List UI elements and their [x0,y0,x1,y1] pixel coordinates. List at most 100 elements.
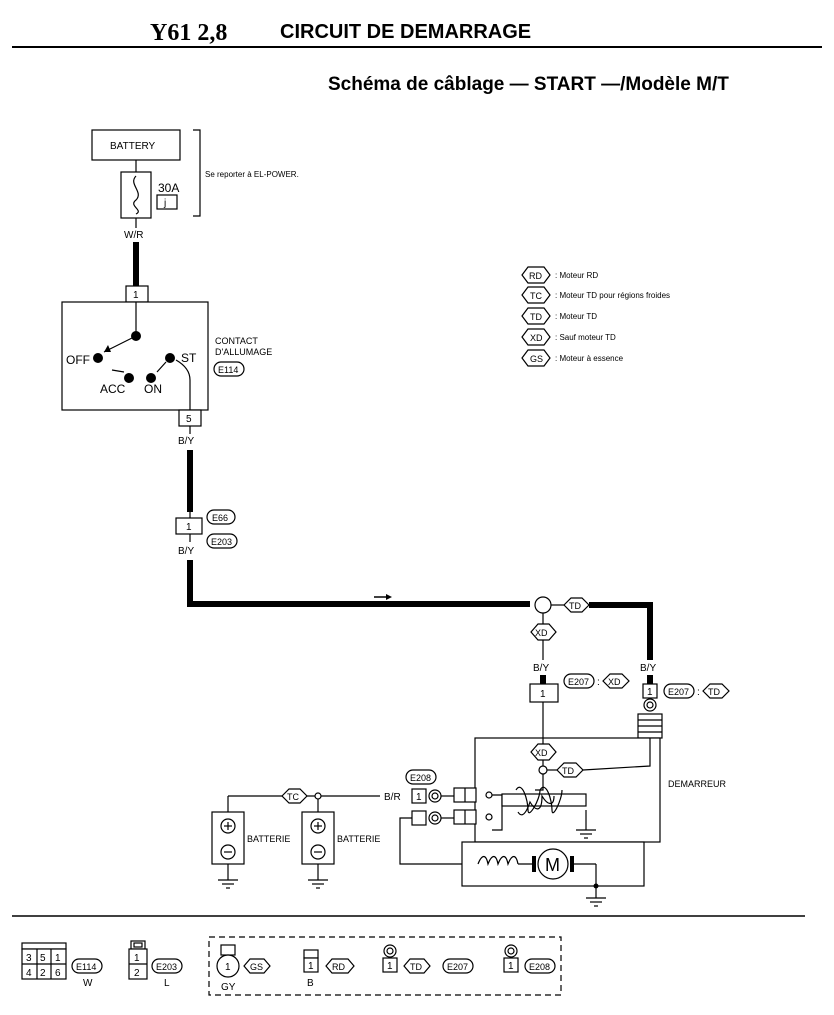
svg-text:GS: GS [530,354,543,364]
svg-text:4: 4 [26,968,32,979]
connector-e208-tag [405,769,437,785]
svg-text:: Moteur TD pour régions froid: : Moteur TD pour régions froides [555,291,670,300]
svg-text:: Sauf moteur TD: : Sauf moteur TD [555,333,616,342]
fuse-letter-box [156,194,178,210]
svg-text:E203: E203 [156,962,177,972]
svg-text::: : [697,687,700,698]
svg-text:RD: RD [529,271,542,281]
svg-text:E66: E66 [212,513,228,523]
connector-e203-tag [206,533,238,549]
svg-text:1: 1 [647,687,653,698]
svg-text:RD: RD [332,962,345,972]
footer-dashed-group [208,936,562,996]
svg-text:6: 6 [55,968,61,979]
svg-text:M: M [545,855,560,875]
svg-text:TD: TD [410,962,422,972]
svg-text:TD: TD [562,766,574,776]
wire-label-by-4: B/Y [640,663,656,674]
svg-text:1: 1 [225,962,231,973]
wire-label-by-1: B/Y [178,436,194,447]
svg-text:GS: GS [250,962,263,972]
starter-splice [538,765,548,775]
wire-by-main [187,560,530,607]
footer-connector-rd: 1 RD B [303,949,355,989]
motor-icon [537,848,569,880]
code-xd-tag-1 [530,623,557,641]
svg-text:E203: E203 [211,537,232,547]
starter-label: DEMARREUR [668,779,727,789]
fuse-amp: 30A [158,181,179,195]
svg-text:XD: XD [535,748,548,758]
svg-text:E207: E207 [568,677,589,687]
svg-text:1: 1 [540,689,546,700]
footer-connector-e203: 1 2 E203 L [128,940,183,989]
footer-connector-e114: 3 5 1 4 2 6 E114 W [21,942,103,989]
connector-e114-tag [213,361,245,377]
wire-label-wr: W/R [124,230,143,241]
wire-label-br: B/R [384,792,401,803]
svg-text:XD: XD [535,628,548,638]
battery-label: BATTERY [110,141,156,152]
svg-text:XD: XD [608,677,621,687]
label-st: ST [181,351,197,365]
svg-text:5: 5 [186,414,192,425]
solenoid-plunger [501,793,587,807]
page-title: CIRCUIT DE DEMARRAGE [280,21,531,43]
svg-text:E114: E114 [218,365,238,375]
svg-text:TD: TD [708,687,720,697]
contact-acc [124,373,134,383]
svg-text:E208: E208 [410,773,431,783]
label-off: OFF [66,353,90,367]
battery-note-bracket [193,129,201,217]
diagram-subtitle: Schéma de câblage — START —/Modèle M/T [328,74,729,95]
code-xd-tag-2 [602,673,630,689]
connector-e66-tag [206,509,236,525]
field-coil-icon [477,855,519,867]
svg-text:2: 2 [40,968,46,979]
battery-right-label: BATTERIE [337,834,380,844]
wire-td-branch [589,602,653,660]
svg-text:TC: TC [287,792,299,802]
splice-point [534,596,552,614]
fuse-letter: j [163,198,166,209]
connector-e207-tag-1 [563,673,595,689]
svg-text:TD: TD [530,312,542,322]
legend: RD : Moteur RD TC : Moteur TD pour régio… [521,266,670,367]
svg-text:W: W [83,978,93,989]
svg-text:E208: E208 [529,962,550,972]
connector-e207-xd [529,683,559,703]
label-on: ON [144,382,162,396]
svg-text:: Moteur RD: : Moteur RD [555,271,598,280]
fuse-icon [133,175,139,215]
wire-label-by-3: B/Y [533,663,549,674]
connector-e66 [175,517,203,535]
svg-text:1: 1 [55,953,61,964]
svg-text:2: 2 [134,968,140,979]
svg-text:E114: E114 [76,962,96,972]
connector-e207-tag-2 [663,683,695,699]
flow-arrow-icon [386,594,392,600]
starter-box [474,737,661,843]
footer-connector-e208: 1 E208 [503,944,556,974]
footer-connector-gs: 1 GS GY [216,944,271,993]
svg-text:1: 1 [133,290,139,301]
svg-text:XD: XD [530,333,543,343]
connector-e208-pin-2 [411,810,427,826]
contact-off [93,353,103,363]
contact-st [165,353,175,363]
svg-text:TC: TC [530,291,542,301]
code-td-tag-2 [702,683,730,699]
footer-connector-td: 1 TD E207 [382,944,474,974]
svg-text:E207: E207 [447,962,468,972]
svg-text:1: 1 [186,522,192,533]
code-xd-tag-3 [530,743,557,761]
wire-label-by-2: B/Y [178,546,194,557]
battery-left-label: BATTERIE [247,834,290,844]
ignition-label-1: CONTACT [215,336,258,346]
svg-text:L: L [164,978,170,989]
svg-text:TD: TD [569,601,581,611]
svg-text:: Moteur à essence: : Moteur à essence [555,354,624,363]
svg-text:1: 1 [508,961,514,972]
connector-e207-td [642,683,658,699]
